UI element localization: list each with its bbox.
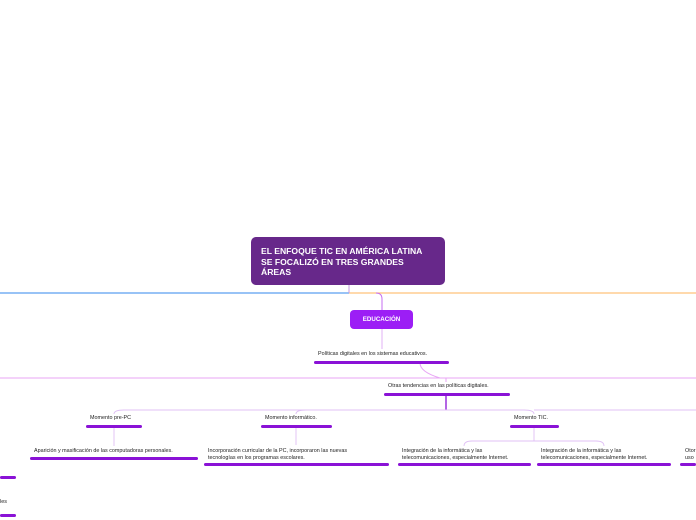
education-topic[interactable]: EDUCACIÓN <box>350 310 413 329</box>
moment-tic-underline <box>510 425 559 428</box>
left-fragment-label: les <box>0 499 7 505</box>
moment-pre-pc-label: Momento pre-PC <box>90 415 132 421</box>
moment-tic-node[interactable]: Momento TIC. <box>514 415 548 422</box>
pre-pc-detail-label: Aparición y masificación de las computad… <box>34 448 173 454</box>
left-fragment-underline-top <box>0 476 16 479</box>
moment-tic-label: Momento TIC. <box>514 415 549 421</box>
right-fragment-underline <box>680 463 696 466</box>
tic-detail-a-line1: Integración de la informática y las <box>402 448 483 454</box>
tic-detail-b-node[interactable]: Integración de la informática y las tele… <box>541 448 647 462</box>
informatic-detail-line1: Incorporación curricular de la PC, incor… <box>208 448 348 454</box>
moment-pre-pc-node[interactable]: Momento pre-PC <box>90 415 131 422</box>
pre-pc-detail-underline <box>30 457 198 460</box>
tic-detail-a-line2: telecomunicaciones, especialmente Intern… <box>402 455 509 462</box>
pre-pc-detail-node[interactable]: Aparición y masificación de las computad… <box>34 448 173 455</box>
informatic-detail-node[interactable]: Incorporación curricular de la PC, incor… <box>208 448 347 462</box>
policies-node[interactable]: Políticas digitales en los sistemas educ… <box>318 351 427 358</box>
left-fragment-underline-bottom <box>0 514 16 517</box>
root-topic[interactable]: EL ENFOQUE TIC EN AMÉRICA LATINA SE FOCA… <box>251 237 445 285</box>
trends-label: Otras tendencias en las políticas digita… <box>388 383 489 389</box>
left-fragment-node[interactable]: les <box>0 499 7 506</box>
tic-detail-b-underline <box>537 463 671 466</box>
moment-informatic-underline <box>261 425 332 428</box>
trends-underline <box>384 393 510 396</box>
informatic-detail-line2: tecnologías en los programas escolares. <box>208 455 305 462</box>
policies-label: Políticas digitales en los sistemas educ… <box>318 351 428 357</box>
tic-detail-b-line1: Integración de la informática y las <box>541 448 622 454</box>
right-fragment-node[interactable]: Otor uso <box>685 448 695 462</box>
root-topic-label: EL ENFOQUE TIC EN AMÉRICA LATINA SE FOCA… <box>261 246 423 278</box>
tic-detail-a-node[interactable]: Integración de la informática y las tele… <box>402 448 508 462</box>
right-fragment-line1: Otor <box>685 448 696 454</box>
moment-informatic-label: Momento informático. <box>265 415 317 421</box>
moment-pre-pc-underline <box>86 425 142 428</box>
tic-detail-a-underline <box>398 463 531 466</box>
informatic-detail-underline <box>204 463 389 466</box>
trends-node[interactable]: Otras tendencias en las políticas digita… <box>388 383 489 390</box>
moment-informatic-node[interactable]: Momento informático. <box>265 415 317 422</box>
education-topic-label: EDUCACIÓN <box>362 316 401 323</box>
right-fragment-line2: uso <box>685 455 694 462</box>
policies-underline <box>314 361 449 364</box>
tic-detail-b-line2: telecomunicaciones, especialmente Intern… <box>541 455 648 462</box>
